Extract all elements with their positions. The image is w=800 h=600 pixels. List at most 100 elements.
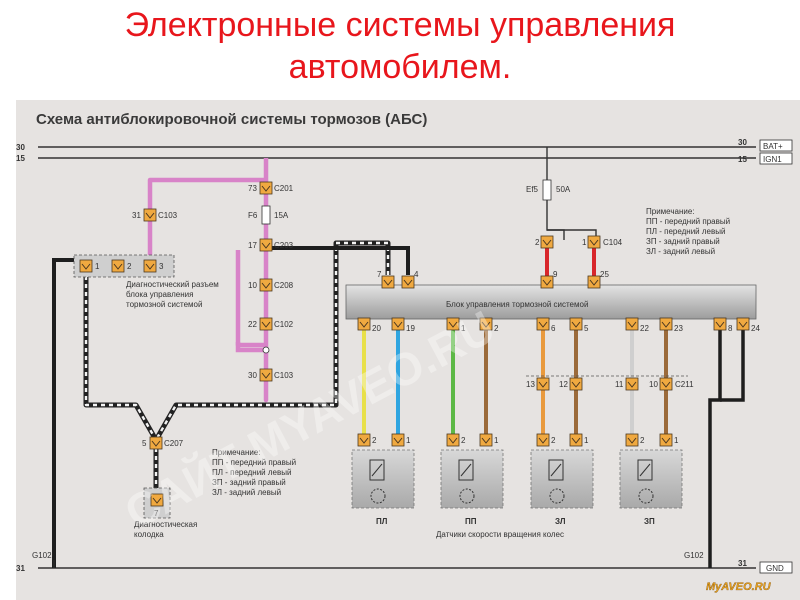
f6-amp: 15A: [274, 211, 289, 220]
diag-pin-3: [143, 259, 157, 273]
connector-c103-bottom: [259, 368, 273, 382]
c208-label: C208: [274, 281, 294, 290]
sensor-pp-pin-1: 1: [494, 436, 499, 445]
ecu-label: Блок управления тормозной системой: [446, 300, 588, 309]
c103-bottom-pin: 30: [248, 371, 257, 380]
rail-30-right-label: 30: [738, 138, 747, 147]
c102-pin: 22: [248, 320, 257, 329]
g102-right-label: G102: [684, 551, 704, 560]
ecu-bottom-pin-8-label: 8: [728, 324, 733, 333]
diagram-title: Схема антиблокировочной системы тормозов…: [36, 111, 427, 128]
fuse-ef5: [542, 179, 552, 201]
sensors-caption: Датчики скорости вращения колес: [436, 530, 564, 539]
sensor-zp-label: ЗП: [644, 517, 655, 526]
power-rails: [38, 146, 756, 569]
note-right-line-1: ПП - передний правый: [646, 217, 730, 226]
sensor-zp-pin-1: 1: [674, 436, 679, 445]
diag-connector-caption: Диагностический разъем блока управления …: [126, 280, 219, 309]
sensor-pp: [440, 433, 504, 509]
ecu-bottom-pin-20: [357, 317, 371, 331]
c103-top-pin: 31: [132, 211, 141, 220]
diag-block-caption: Диагностическая колодка: [134, 520, 198, 539]
connector-c207: [149, 436, 163, 450]
connector-c208: [259, 278, 273, 292]
c103-bottom-label: C103: [274, 371, 294, 380]
sensor-zp-pin-2: 2: [640, 436, 645, 445]
wire-red-supply: [545, 147, 597, 278]
c104-pin-1: [587, 235, 601, 249]
g102-left-label: G102: [32, 551, 52, 560]
wire-black-center: [266, 246, 410, 275]
sensor-zl: [530, 433, 594, 509]
c211-pin-10: [659, 377, 673, 391]
connector-c203: [259, 238, 273, 252]
ecu-bottom-pin-5-label: 5: [584, 324, 589, 333]
connector-c102: [259, 317, 273, 331]
ecu-top-pin-9: [540, 275, 554, 289]
abs-ecu-block: [345, 284, 757, 320]
c201-label: C201: [274, 184, 294, 193]
wire-pink-2: [235, 250, 266, 353]
rail-15-right-label: 15: [738, 155, 747, 164]
c201-pin: 73: [248, 184, 257, 193]
ecu-bottom-pin-19: [391, 317, 405, 331]
c103-top-label: C103: [158, 211, 178, 220]
c211-label: C211: [675, 380, 694, 389]
note-bottom-line-2: ПЛ - передний левый: [212, 468, 291, 477]
ecu-top-pin-7: [381, 275, 395, 289]
ecu-bottom-pin-23: [659, 317, 673, 331]
note-bottom-heading: Примечание:: [212, 448, 261, 457]
c211-pin-13: [536, 377, 550, 391]
note-right-line-2: ПЛ - передний левый: [646, 227, 725, 236]
sensor-pl: [351, 433, 415, 509]
sensor-pl-label: ПЛ: [376, 517, 388, 526]
diag-pin-1: [79, 259, 93, 273]
note-bottom-line-4: ЗЛ - задний левый: [212, 488, 281, 497]
ecu-top-pin-25-label: 25: [600, 270, 609, 279]
ecu-bottom-pin-6: [536, 317, 550, 331]
splice-point: [262, 346, 270, 354]
rail-30-left-label: 30: [16, 143, 25, 152]
ecu-bottom-pin-22-label: 22: [640, 324, 649, 333]
diag-connector-caption-box: Диагностический разъем блока управления …: [126, 280, 219, 309]
ecu-bottom-pin-22: [625, 317, 639, 331]
c211-pin-11: [625, 377, 639, 391]
c104-pin-2-label: 2: [535, 238, 540, 247]
ecu-bottom-pin-24-label: 24: [751, 324, 760, 333]
ecu-top-pin-4: [401, 275, 415, 289]
f6-label: F6: [248, 211, 258, 220]
ecu-bottom-pin-24: [736, 317, 750, 331]
rail-15-left-label: 15: [16, 154, 25, 163]
ecu-top-pin-7-label: 7: [377, 270, 382, 279]
connector-c103-top: [143, 208, 157, 222]
ecu-top-pin-9-label: 9: [553, 270, 558, 279]
c207-pin: 5: [142, 439, 147, 448]
note-right-line-3: ЗП - задний правый: [646, 237, 720, 246]
c207-label: C207: [164, 439, 184, 448]
c211-pin-10-label: 10: [649, 380, 658, 389]
diag-pin-3-label: 3: [159, 262, 164, 271]
ecu-bottom-pin-19-label: 19: [406, 324, 415, 333]
ecu-bottom-pin-2-label: 2: [494, 324, 499, 333]
c211-pin-12-label: 12: [559, 380, 568, 389]
site-logo: MyAVEO.RU: [706, 581, 772, 593]
note-bottom-line-3: ЗП - задний правый: [212, 478, 286, 487]
c203-pin: 17: [248, 241, 257, 250]
note-right-line-4: ЗЛ - задний левый: [646, 247, 715, 256]
sensor-pl-pin-2: 2: [372, 436, 377, 445]
ecu-bottom-pin-8: [713, 317, 727, 331]
gnd-label: GND: [766, 564, 784, 573]
ecu-bottom-pin-5: [569, 317, 583, 331]
sensor-zp: [619, 433, 683, 509]
sensor-zl-label: ЗЛ: [555, 517, 566, 526]
wire-black-right: [708, 328, 745, 568]
rail-31-left-label: 31: [16, 564, 25, 573]
c211-pin-11-label: 11: [615, 380, 624, 389]
c104-pin-1-label: 1: [582, 238, 587, 247]
c211-pin-13-label: 13: [526, 380, 535, 389]
ecu-top-pin-4-label: 4: [414, 270, 419, 279]
c211-pin-12: [569, 377, 583, 391]
connector-c201: [259, 181, 273, 195]
ef5-label: Ef5: [526, 185, 539, 194]
diag-pin-1-label: 1: [95, 262, 100, 271]
